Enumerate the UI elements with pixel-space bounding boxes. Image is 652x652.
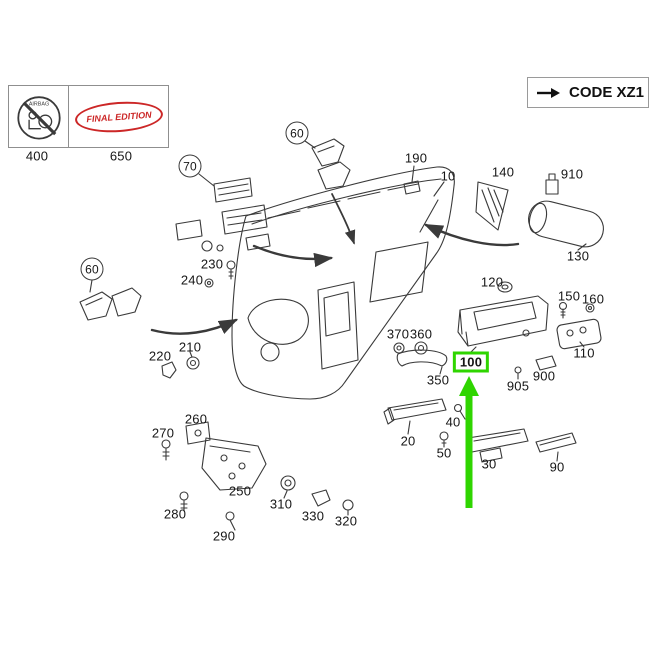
part-310-art [280, 475, 296, 499]
part-label-90[interactable]: 90 [549, 459, 565, 475]
part-label-220[interactable]: 220 [148, 348, 172, 364]
part-60-left-art [79, 279, 142, 321]
part-label-650[interactable]: 650 [109, 148, 133, 164]
legend-box-final-edition: FINAL EDITION [68, 85, 169, 148]
part-label-290[interactable]: 290 [212, 528, 236, 544]
part-label-60[interactable]: 60 [80, 257, 104, 281]
part-label-100-selected[interactable]: 100 [452, 351, 490, 373]
part-label-310[interactable]: 310 [269, 496, 293, 512]
arrow-right-icon [537, 87, 560, 98]
part-label-160[interactable]: 160 [581, 291, 605, 307]
part-label-360[interactable]: 360 [409, 326, 433, 342]
svg-text:AIRBAG: AIRBAG [28, 101, 48, 107]
part-label-400[interactable]: 400 [25, 148, 49, 164]
part-210-art [186, 351, 200, 370]
legend-panel: AIRBAG FINAL EDITION [8, 85, 169, 148]
part-label-120[interactable]: 120 [480, 274, 504, 290]
part-label-320[interactable]: 320 [334, 513, 358, 529]
part-label-110[interactable]: 110 [573, 345, 595, 361]
part-905-art [514, 366, 522, 380]
part-label-270[interactable]: 270 [151, 425, 175, 441]
part-label-10[interactable]: 10 [440, 168, 456, 184]
part-label-260[interactable]: 260 [184, 411, 208, 427]
part-label-240[interactable]: 240 [180, 272, 204, 288]
part-70-art [175, 173, 271, 252]
part-label-230[interactable]: 230 [200, 256, 224, 272]
part-label-140[interactable]: 140 [491, 164, 515, 180]
part-label-905[interactable]: 905 [506, 378, 530, 394]
part-label-130[interactable]: 130 [566, 248, 590, 264]
part-label-40[interactable]: 40 [445, 414, 461, 430]
part-label-900[interactable]: 900 [532, 368, 556, 384]
part-label-210[interactable]: 210 [178, 339, 202, 355]
part-150-art [558, 301, 568, 319]
no-airbag-icon: AIRBAG [16, 95, 61, 139]
code-label: CODE XZ1 [569, 84, 645, 101]
final-edition-badge: FINAL EDITION [73, 98, 164, 135]
part-label-910[interactable]: 910 [560, 166, 584, 182]
part-60-top-art [304, 138, 351, 190]
part-label-350[interactable]: 350 [426, 372, 450, 388]
part-10-art [231, 166, 455, 400]
part-label-50[interactable]: 50 [436, 445, 452, 461]
part-250-art [201, 437, 267, 491]
part-330-art [311, 489, 331, 507]
part-230-art [226, 260, 236, 280]
part-label-370[interactable]: 370 [386, 326, 410, 342]
part-370-art [393, 342, 405, 354]
part-label-150[interactable]: 150 [557, 288, 581, 304]
part-label-190[interactable]: 190 [404, 150, 428, 166]
legend-box-airbag: AIRBAG [8, 85, 69, 148]
part-label-70[interactable]: 70 [178, 154, 202, 178]
code-box: CODE XZ1 [527, 77, 649, 108]
part-360-art [414, 341, 428, 355]
final-edition-text: FINAL EDITION [85, 109, 152, 124]
part-100-art [457, 295, 549, 353]
part-240-art [204, 278, 214, 288]
part-label-20[interactable]: 20 [400, 433, 416, 449]
part-290-art [225, 511, 236, 531]
part-90-art [535, 432, 577, 462]
part-label-250[interactable]: 250 [228, 483, 252, 499]
part-20-art [383, 398, 447, 435]
part-910-art [545, 173, 559, 195]
part-label-280[interactable]: 280 [163, 506, 187, 522]
part-350-art [396, 349, 448, 375]
part-label-60[interactable]: 60 [285, 121, 309, 145]
part-130-art [528, 200, 604, 251]
part-140-art [475, 181, 509, 231]
part-190-art [403, 165, 421, 195]
part-220-art [161, 361, 177, 379]
highlight-arrow [459, 376, 479, 508]
part-label-330[interactable]: 330 [301, 508, 325, 524]
part-270-art [161, 439, 171, 461]
part-label-30[interactable]: 30 [481, 456, 497, 472]
